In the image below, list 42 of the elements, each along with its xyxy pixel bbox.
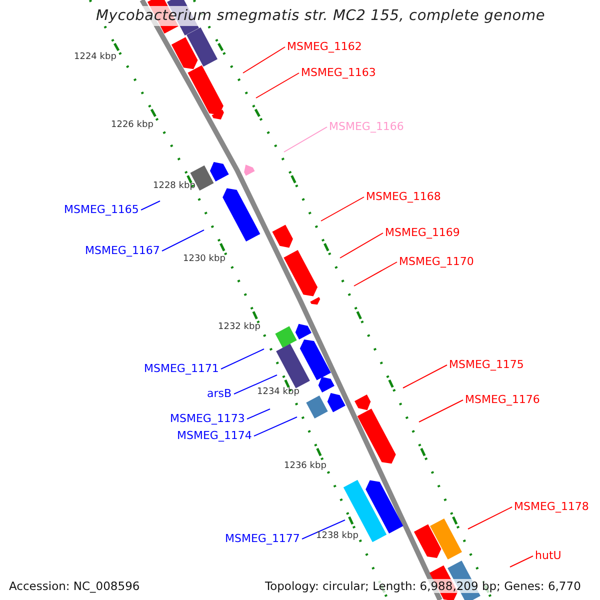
gene-label: MSMEG_1178 (514, 500, 589, 513)
leader-line (162, 230, 204, 252)
gene-label: MSMEG_1163 (301, 66, 376, 79)
scale-label: 1228 kbp (153, 181, 196, 192)
leader-line (354, 262, 398, 286)
leader-line (246, 408, 270, 420)
scale-label: 1234 kbp (257, 387, 300, 398)
gene-label: MSMEG_1174 (177, 429, 252, 442)
gene-label: MSMEG_1169 (385, 226, 460, 239)
leader-line (468, 506, 512, 530)
leader-line (242, 46, 286, 74)
leader-line (302, 520, 346, 540)
gene-label: MSMEG_1165 (64, 203, 139, 216)
gene-label: arsB (207, 387, 232, 400)
leader-line (140, 200, 160, 210)
scale-label: 1236 kbp (284, 461, 326, 472)
gene-label: MSMEG_1162 (287, 40, 362, 53)
leader-line (234, 374, 278, 394)
gene-label: MSMEG_1170 (399, 255, 474, 268)
gene-label: MSMEG_1173 (170, 412, 245, 425)
scale-label: 1230 kbp (183, 254, 226, 265)
leader-line (254, 416, 298, 436)
scale-label: 1224 kbp (74, 52, 116, 63)
gene-label: hutU (535, 549, 562, 562)
leader-line (418, 400, 464, 422)
leader-line (340, 232, 384, 258)
gene-label: MSMEG_1177 (225, 532, 300, 545)
leader-line (256, 72, 300, 98)
leader-line (320, 196, 364, 222)
gene-label: MSMEG_1175 (449, 358, 524, 371)
gene-label: MSMEG_1168 (366, 190, 441, 203)
gene-label: MSMEG_1167 (85, 244, 160, 257)
scale-label: 1232 kbp (218, 322, 260, 333)
leader-line (402, 364, 448, 388)
gene-label: MSMEG_1171 (144, 362, 219, 375)
scale-label: 1238 kbp (316, 531, 358, 542)
leader-line (510, 556, 534, 568)
leader-line (284, 126, 328, 152)
leader-line (220, 348, 264, 370)
scale-label: 1226 kbp (111, 120, 154, 131)
gene-label: MSMEG_1166 (329, 120, 404, 133)
gene-label: MSMEG_1176 (465, 393, 540, 406)
